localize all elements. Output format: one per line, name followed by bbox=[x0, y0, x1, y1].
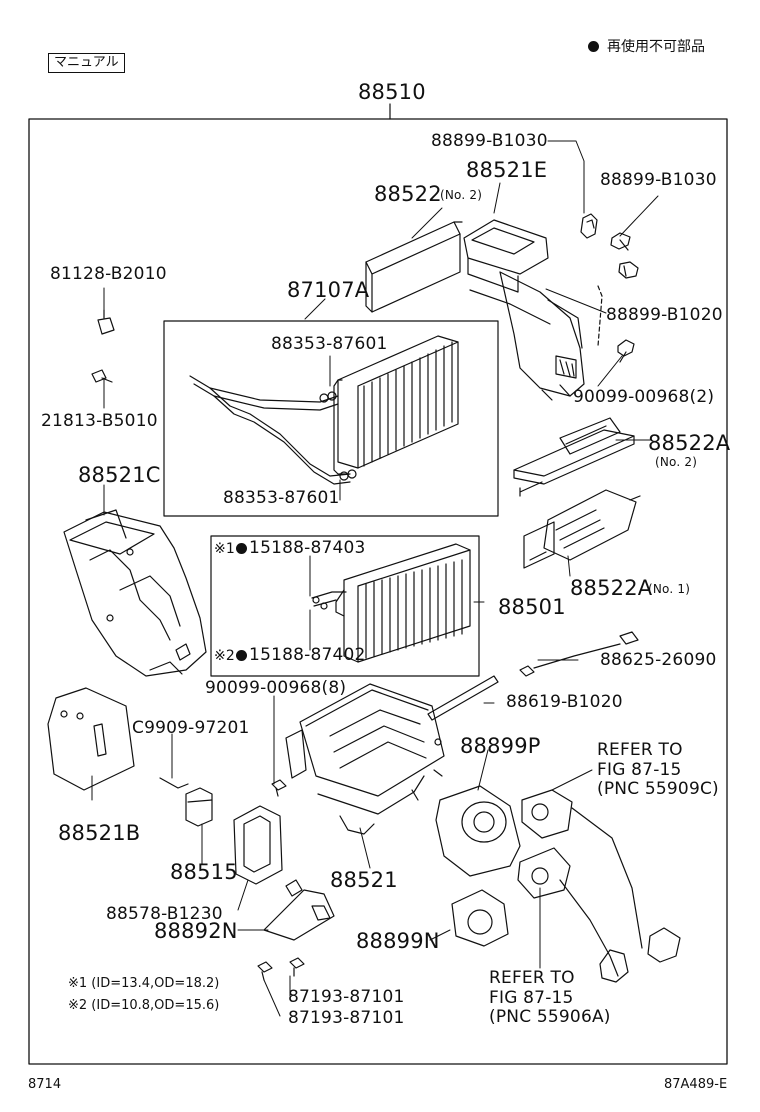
damper-88522a-no2-icon bbox=[513, 417, 635, 497]
pin-88515-icon bbox=[159, 777, 213, 827]
label-88501: 88501 bbox=[498, 595, 566, 619]
label-88625-26090: 88625-26090 bbox=[600, 650, 717, 670]
pad-88521b-icon bbox=[47, 687, 135, 791]
label-21813-b5010: 21813-B5010 bbox=[41, 411, 158, 431]
footnote-1: ※1 (ID=13.4,OD=18.2) bbox=[68, 976, 220, 991]
assembly-frame bbox=[28, 118, 728, 1065]
label-87107a: 87107A bbox=[287, 278, 370, 302]
label-88892n: 88892N bbox=[154, 919, 238, 943]
label-88522a-top-no: (No. 2) bbox=[655, 455, 698, 469]
page-number: 8714 bbox=[28, 1077, 62, 1092]
evaporator-group-box bbox=[210, 535, 480, 677]
legend: 再使用不可部品 bbox=[588, 40, 705, 54]
assembly-number: 88510 bbox=[358, 80, 426, 104]
screw-87193-a-icon bbox=[289, 957, 305, 977]
label-88899-b1030-top: 88899-B1030 bbox=[431, 131, 548, 151]
footnote-mark-2: ※2 bbox=[214, 648, 236, 664]
left-case-88521c-icon bbox=[63, 509, 207, 677]
lower-case-88521-icon bbox=[285, 683, 445, 835]
label-88522a-bot: 88522A bbox=[570, 576, 653, 600]
part-15188-87403: 15188-87403 bbox=[249, 538, 366, 558]
label-88522: 88522 bbox=[374, 182, 442, 206]
label-90099-00968-2: 90099-00968(2) bbox=[573, 387, 715, 407]
refer-note-2-line3: (PNC 55906A) bbox=[489, 1007, 611, 1027]
footnote-2: ※2 (ID=10.8,OD=15.6) bbox=[68, 998, 220, 1013]
label-88515: 88515 bbox=[170, 860, 238, 884]
label-88521e: 88521E bbox=[466, 158, 548, 182]
label-88899-b1020: 88899-B1020 bbox=[606, 305, 723, 325]
label-c9909-97201: C9909-97201 bbox=[132, 718, 250, 738]
clip-b1030-right-icon bbox=[610, 232, 631, 251]
refer-note-2-line1: REFER TO bbox=[489, 968, 575, 988]
upper-case-88521e-icon bbox=[463, 219, 603, 401]
screw-icon bbox=[617, 339, 635, 363]
connector-bulb-icon bbox=[599, 927, 681, 983]
non-reusable-dot-icon bbox=[236, 650, 248, 661]
non-reusable-dot-icon bbox=[588, 41, 599, 52]
figure-id: 87A489-E bbox=[664, 1077, 728, 1092]
label-88522a-bot-no: (No. 1) bbox=[648, 582, 691, 596]
label-88521: 88521 bbox=[330, 868, 398, 892]
label-15188-87402: ※2 15188-87402 bbox=[214, 647, 366, 664]
clip-81128-icon bbox=[97, 309, 115, 335]
bolt-21813-icon bbox=[91, 369, 113, 383]
legend-text: 再使用不可部品 bbox=[607, 39, 705, 55]
non-reusable-dot-icon bbox=[236, 543, 248, 554]
filter-88522-icon bbox=[365, 221, 463, 313]
refer-note-2-line2: FIG 87-15 bbox=[489, 988, 574, 1008]
housing-88899p-icon bbox=[435, 785, 521, 877]
label-88899p: 88899P bbox=[460, 734, 541, 758]
footnote-mark-1: ※1 bbox=[214, 541, 236, 557]
label-81128-b2010: 81128-B2010 bbox=[50, 264, 167, 284]
label-88899-b1030-right: 88899-B1030 bbox=[600, 170, 717, 190]
label-88521c: 88521C bbox=[78, 463, 161, 487]
evaporator-icon bbox=[311, 543, 471, 663]
label-88899n: 88899N bbox=[356, 929, 440, 953]
seal-88619-icon bbox=[427, 675, 499, 721]
label-88522-no: (No. 2) bbox=[440, 188, 483, 202]
label-87193-87101-a: 87193-87101 bbox=[288, 987, 405, 1007]
blower-motor-lower-icon bbox=[517, 847, 619, 977]
label-15188-87403: ※1 15188-87403 bbox=[214, 540, 366, 557]
label-87193-87101-b: 87193-87101 bbox=[288, 1008, 405, 1028]
damper-88522a-no1-icon bbox=[523, 489, 641, 569]
heater-core-group-box bbox=[163, 320, 499, 517]
label-88578-b1230: 88578-B1230 bbox=[106, 904, 223, 924]
clip-b1030-top-icon bbox=[580, 213, 598, 239]
manual-tag: マニュアル bbox=[48, 53, 125, 74]
gasket-88578-icon bbox=[233, 805, 283, 885]
label-88619-b1020: 88619-B1020 bbox=[506, 692, 623, 712]
leader-lines bbox=[91, 140, 659, 1017]
housing-88899n-icon bbox=[451, 889, 509, 947]
refer-note-1-line1: REFER TO bbox=[597, 740, 683, 760]
label-88521b: 88521B bbox=[58, 821, 141, 845]
label-88522a-top: 88522A bbox=[648, 431, 731, 455]
part-15188-87402: 15188-87402 bbox=[249, 645, 366, 665]
thermistor-icon bbox=[519, 631, 639, 677]
clip-b1020-icon bbox=[618, 261, 639, 279]
refer-note-1-line2: FIG 87-15 bbox=[597, 760, 682, 780]
screw-87193-b-icon bbox=[257, 961, 273, 981]
actuator-88892n-icon bbox=[263, 879, 335, 941]
label-90099-00968-8: 90099-00968(8) bbox=[205, 678, 347, 698]
label-88353-87601-b: 88353-87601 bbox=[223, 488, 340, 508]
label-88353-87601-a: 88353-87601 bbox=[271, 334, 388, 354]
screw-8-icon bbox=[271, 779, 287, 797]
refer-note-1-line3: (PNC 55909C) bbox=[597, 779, 719, 799]
heater-core-icon bbox=[189, 335, 459, 485]
